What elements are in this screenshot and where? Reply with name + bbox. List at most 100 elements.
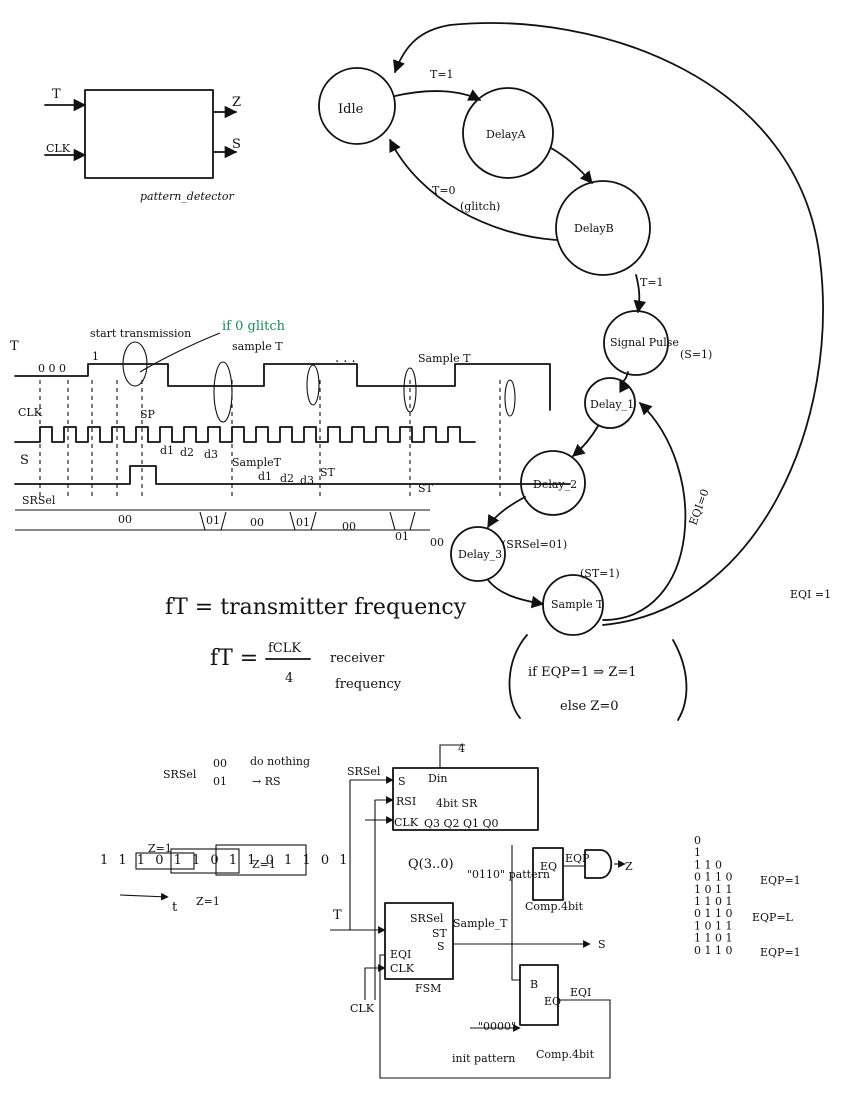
svg-text:Q(3..0): Q(3..0) (408, 857, 454, 872)
svg-text:SampleT: SampleT (232, 456, 282, 469)
table-row: 1 (694, 846, 701, 859)
svg-text:Delay_3: Delay_3 (458, 548, 502, 561)
svg-text:RSI: RSI (396, 795, 416, 808)
svg-text:Din: Din (428, 772, 447, 785)
svg-text:ST: ST (432, 927, 448, 940)
svg-text:01: 01 (213, 775, 227, 788)
svg-text:00: 00 (250, 516, 264, 529)
svg-text:B: B (530, 978, 538, 991)
z-condition-line1: if EQP=1 ⇒ Z=1 (528, 665, 637, 680)
table-row: 0 1 1 0 (694, 944, 732, 957)
table-row: 1 1 0 (694, 858, 722, 871)
svg-text:S: S (398, 775, 406, 788)
svg-text:ST: ST (320, 466, 336, 479)
svg-text:ST: ST (418, 482, 434, 495)
comparator-1 (532, 847, 564, 901)
svg-text:EQP=L: EQP=L (752, 911, 794, 924)
svg-text:01: 01 (395, 530, 409, 543)
svg-text:SP: SP (140, 408, 156, 421)
svg-text:sample T: sample T (232, 340, 283, 353)
table-row: 1 0 1 1 (694, 919, 732, 932)
state-delayb (555, 180, 651, 276)
table-row: 1 1 0 1 (694, 895, 732, 908)
table-row: 1 1 0 1 (694, 932, 732, 945)
svg-text:t: t (172, 900, 178, 915)
svg-text:1: 1 (92, 350, 99, 363)
svg-text:"0110" pattern: "0110" pattern (467, 868, 550, 881)
svg-text:EQ: EQ (540, 860, 557, 873)
svg-text:Sample T: Sample T (551, 598, 604, 611)
glitch-note: if 0 glitch (222, 319, 286, 334)
svg-text:→ RS: → RS (252, 775, 281, 788)
sig-label-clk: CLK (18, 406, 43, 419)
svg-text:1 1 1 0 1 1 0 1 1 0 1 1 0 1: 1 1 1 0 1 1 0 1 1 0 1 1 0 1 (100, 853, 351, 868)
svg-text:"0000": "0000" (478, 1020, 516, 1033)
block-output-s: S (232, 137, 241, 152)
table-row: 0 1 1 0 (694, 871, 732, 884)
and-gate (584, 849, 613, 879)
sig-label-srsel: SRSel (22, 494, 56, 507)
svg-text:Signal Pulse: Signal Pulse (610, 336, 679, 349)
svg-text:fT =: fT = (210, 646, 258, 671)
svg-text:d2: d2 (280, 472, 294, 485)
svg-text:. . .: . . . (335, 351, 356, 366)
svg-text:d3: d3 (300, 474, 314, 487)
svg-text:FSM: FSM (415, 982, 441, 995)
bit-sequence: 1 1 1 0 1 1 0 1 1 0 1 1 0 1 Z=1 Z=1 Z=1 … (100, 842, 351, 915)
svg-text:Delay_1: Delay_1 (590, 398, 634, 411)
svg-text:fCLK: fCLK (268, 641, 301, 656)
svg-text:start transmission: start transmission (90, 327, 191, 340)
frequency-notes: fT = transmitter frequency fT = fCLK 4 r… (165, 595, 467, 692)
svg-text:S: S (598, 938, 606, 951)
svg-text:d1: d1 (258, 470, 272, 483)
svg-text:CLK: CLK (350, 1002, 375, 1015)
svg-text:Z=1: Z=1 (252, 858, 276, 871)
table-row: 0 1 1 0 (694, 907, 732, 920)
block-name: pattern_detector (140, 190, 234, 203)
svg-text:Z=1: Z=1 (196, 895, 220, 908)
svg-text:init pattern: init pattern (452, 1052, 515, 1065)
svg-text:EQP: EQP (565, 852, 590, 865)
table-row: 1 0 1 1 (694, 883, 732, 896)
srsel-legend: SRSel 00 do nothing 01 → RS (163, 755, 310, 788)
svg-text:EQI: EQI (570, 986, 591, 999)
svg-text:S: S (437, 940, 445, 953)
svg-text:CLK: CLK (394, 816, 419, 829)
pattern-detector-block: T CLK Z S pattern_detector (44, 87, 241, 203)
svg-text:4: 4 (285, 671, 293, 686)
svg-text:T=0: T=0 (432, 184, 456, 197)
svg-text:d3: d3 (204, 448, 218, 461)
svg-text:Idle: Idle (338, 102, 364, 117)
svg-text:00: 00 (213, 757, 227, 770)
state-idle (318, 67, 396, 145)
svg-text:Comp.4bit: Comp.4bit (525, 900, 584, 913)
svg-text:00: 00 (118, 513, 132, 526)
svg-text:d2: d2 (180, 446, 194, 459)
table-row: 0 (694, 834, 701, 847)
state-delay1 (584, 377, 636, 429)
z-condition-line2: else Z=0 (560, 699, 619, 714)
sig-label-s: S (20, 453, 29, 468)
svg-text:Comp.4bit: Comp.4bit (536, 1048, 595, 1061)
svg-text:SRSel: SRSel (410, 912, 444, 925)
block-input-t: T (52, 87, 61, 102)
state-delaya (462, 87, 554, 179)
svg-text:01: 01 (206, 514, 220, 527)
fsm-block (384, 902, 454, 980)
shift-table: 011 1 00 1 1 01 0 1 11 1 0 10 1 1 01 0 1… (694, 834, 732, 957)
ft-transmitter: fT = transmitter frequency (165, 595, 467, 620)
svg-text:T=1: T=1 (640, 276, 664, 289)
svg-text:(S=1): (S=1) (680, 348, 712, 361)
svg-text:(ST=1): (ST=1) (580, 567, 620, 580)
svg-text:EQI=0: EQI=0 (687, 487, 712, 527)
block-input-clk: CLK (46, 142, 71, 155)
svg-text:EQP=1: EQP=1 (760, 874, 801, 887)
svg-text:do nothing: do nothing (250, 755, 310, 768)
svg-text:SRSel: SRSel (163, 768, 197, 781)
svg-text:EQ: EQ (544, 995, 561, 1008)
svg-text:(SRSel=01): (SRSel=01) (502, 538, 567, 551)
svg-text:(glitch): (glitch) (460, 200, 500, 213)
svg-text:T: T (333, 908, 342, 923)
svg-text:T=1: T=1 (430, 68, 454, 81)
